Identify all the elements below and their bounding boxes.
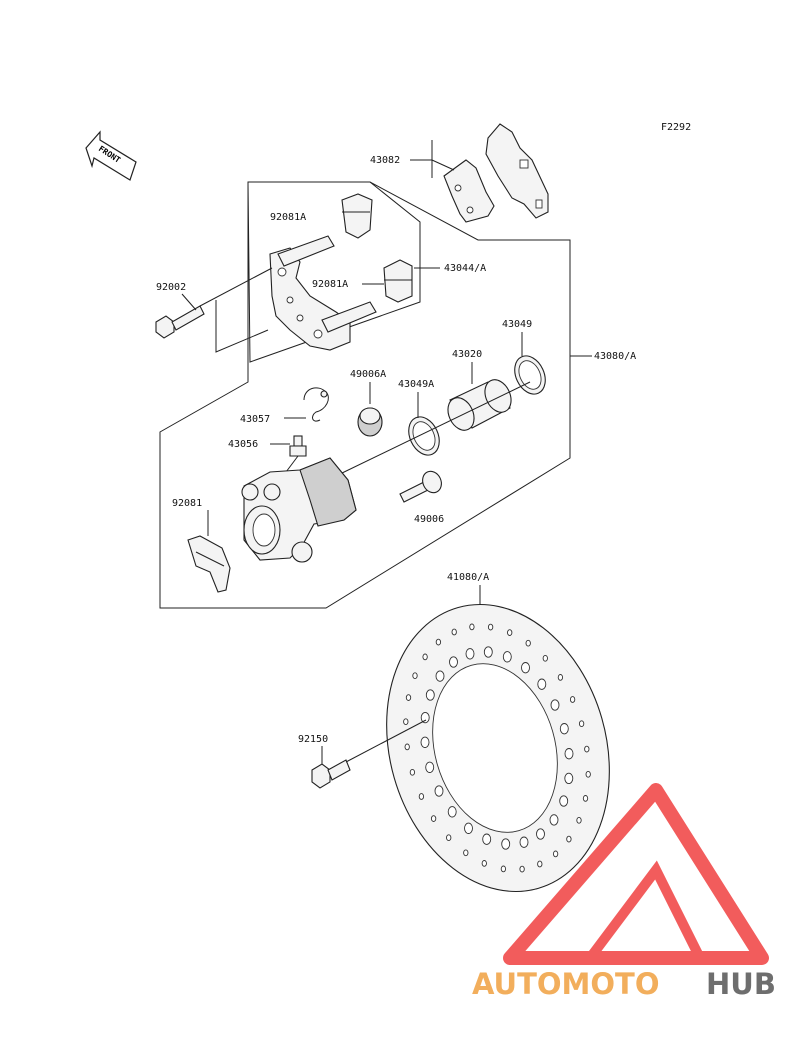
- disc-outer-hole: [430, 815, 437, 822]
- front-arrow-icon: FRONT: [85, 130, 137, 181]
- disc-outer-hole: [451, 628, 457, 636]
- brake-pads: [443, 123, 549, 223]
- disc-inner-hole: [564, 748, 574, 760]
- label-92081A-mid: 92081A: [312, 279, 348, 290]
- disc-outer-hole: [409, 768, 416, 776]
- disc-inner-hole: [502, 651, 512, 663]
- disc-outer-hole: [542, 654, 548, 662]
- disc-inner-hole: [420, 736, 430, 748]
- disc-outer-hole: [566, 835, 572, 843]
- bleeder-valve: [289, 435, 307, 457]
- disc-inner-hole: [519, 836, 529, 848]
- logo-text-primary: AUTOMOTO: [472, 967, 659, 1001]
- label-43056: 43056: [228, 439, 258, 450]
- label-92150: 92150: [298, 734, 328, 745]
- disc-inner-hole: [564, 772, 574, 785]
- label-43044A: 43044/A: [444, 263, 486, 274]
- clip-43057: [303, 387, 329, 422]
- disc-inner-hole: [434, 785, 444, 797]
- pad-spring-mid: [383, 259, 413, 303]
- bolt-49006: [399, 470, 442, 503]
- bolt-92150: [311, 759, 351, 789]
- disc-inner-hole: [420, 711, 430, 724]
- disc-inner-hole: [435, 670, 445, 682]
- disc-inner-hole: [425, 761, 435, 773]
- disc-inner-hole: [483, 646, 493, 658]
- disc-outer-hole: [525, 639, 531, 647]
- disc-outer-hole: [487, 623, 494, 631]
- disc-outer-hole: [446, 834, 452, 842]
- disc-inner-hole: [465, 648, 475, 660]
- disc-inner-hole: [536, 828, 545, 840]
- disc-outer-hole: [578, 720, 585, 728]
- label-41080A: 41080/A: [447, 572, 489, 583]
- disc-inner-hole: [549, 814, 559, 826]
- label-43020: 43020: [452, 349, 482, 360]
- label-43057: 43057: [240, 414, 270, 425]
- disc-outer-hole: [557, 674, 564, 681]
- disc-outer-hole: [500, 865, 507, 873]
- disc-outer-hole: [481, 860, 487, 867]
- brake-disc: [386, 603, 610, 893]
- disc-outer-hole: [507, 629, 513, 636]
- seal-43049A: [408, 416, 440, 456]
- disc-outer-hole: [405, 694, 412, 701]
- disc-outer-hole: [418, 793, 425, 800]
- disc-holes: [403, 623, 591, 873]
- disc-outer-hole: [576, 816, 582, 824]
- disc-outer-hole: [569, 696, 576, 703]
- pad-spring-top: [341, 193, 373, 239]
- disc-outer-hole: [469, 623, 475, 631]
- disc-inner-hole: [559, 795, 569, 807]
- logo-text-secondary: HUB: [706, 967, 776, 1001]
- disc-outer-hole: [422, 653, 428, 661]
- bracket-outline: [247, 181, 421, 363]
- disc-inner-hole: [447, 806, 457, 818]
- bolt-92002: [155, 305, 205, 339]
- caliper-assembly-outline: [159, 181, 571, 609]
- label-92081: 92081: [172, 498, 202, 509]
- label-92002: 92002: [156, 282, 186, 293]
- disc-outer-hole: [537, 860, 543, 868]
- label-92081A-top: 92081A: [270, 212, 306, 223]
- label-49006A: 49006A: [350, 369, 386, 380]
- caliper-body: [241, 457, 357, 563]
- disc-inner-hole: [550, 699, 560, 711]
- disc-outer-hole: [585, 770, 591, 778]
- label-43049: 43049: [502, 319, 532, 330]
- disc-outer-hole: [412, 672, 418, 680]
- disc-inner-hole: [449, 656, 458, 668]
- automotohub-logo: AUTOMOTO HUB: [472, 783, 776, 1001]
- label-43080A: 43080/A: [594, 351, 636, 362]
- label-43049A: 43049A: [398, 379, 434, 390]
- disc-outer-hole: [435, 638, 442, 646]
- disc-inner-hole: [501, 838, 511, 850]
- disc-inner-hole: [537, 678, 547, 690]
- piston: [447, 379, 512, 431]
- disc-outer-hole: [552, 850, 559, 858]
- label-49006: 49006: [414, 514, 444, 525]
- disc-inner-hole: [464, 822, 473, 834]
- disc-outer-hole: [519, 865, 525, 873]
- disc-outer-hole: [582, 795, 589, 802]
- dust-boot: [357, 407, 383, 437]
- figure-code: F2292: [661, 122, 691, 133]
- disc-inner-hole: [521, 662, 530, 674]
- disc-outer-hole: [463, 849, 469, 857]
- disc-inner-hole: [482, 833, 492, 845]
- disc-outer-hole: [584, 745, 590, 753]
- caliper-bracket: [269, 235, 377, 351]
- label-43082: 43082: [370, 155, 400, 166]
- disc-inner-hole: [559, 723, 569, 735]
- disc-outer-hole: [403, 718, 409, 726]
- disc-outer-hole: [404, 743, 410, 751]
- pad-spring-92081: [187, 535, 231, 593]
- seal-43049: [514, 355, 546, 395]
- disc-inner-hole: [425, 689, 435, 701]
